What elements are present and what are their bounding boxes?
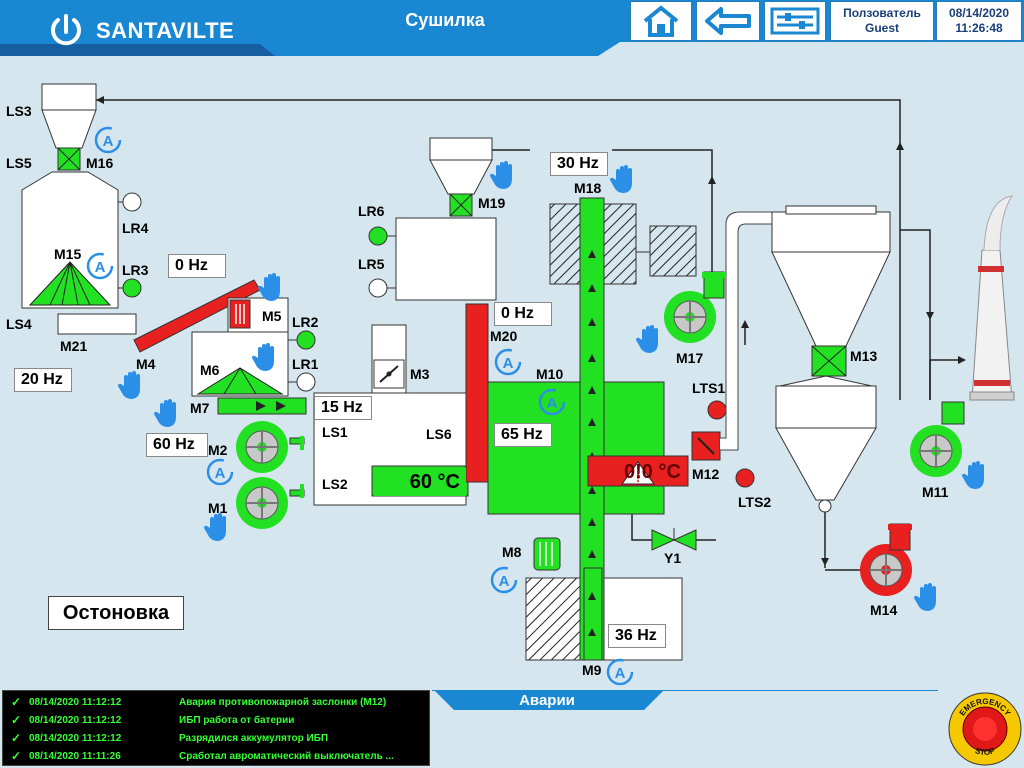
label-m9: M9	[582, 662, 602, 678]
label-m2: M2	[208, 442, 228, 458]
m10-frequency[interactable]: 65 Hz	[494, 423, 552, 447]
arrow-left-icon	[705, 7, 751, 35]
home-button[interactable]	[630, 1, 692, 41]
m18-frequency[interactable]: 30 Hz	[550, 152, 608, 176]
alarm-row[interactable]: ✓ 08/14/2020 11:12:12 Разрядился аккумул…	[3, 729, 429, 747]
alarm-list[interactable]: ✓ 08/14/2020 11:12:12 Авария противопожа…	[2, 690, 430, 766]
label-m15: M15	[54, 246, 82, 262]
alarms-tab-label: Аварии	[519, 692, 575, 709]
label-lts2: LTS2	[738, 494, 772, 510]
time-text: 11:26:48	[955, 21, 1003, 35]
check-icon: ✓	[10, 713, 22, 727]
m9-frequency[interactable]: 36 Hz	[608, 624, 666, 648]
alarm-time: 08/14/2020 11:12:12	[29, 696, 122, 708]
check-icon: ✓	[10, 695, 22, 709]
home-icon	[643, 5, 679, 37]
emergency-bottom-text: STOP	[974, 746, 997, 757]
svg-text:!: !	[636, 470, 640, 485]
emergency-stop-button[interactable]: EMERGENCY STOP	[948, 692, 1022, 766]
label-m6: M6	[200, 362, 220, 378]
alarm-row[interactable]: ✓ 08/14/2020 11:11:26 Сработал авроматич…	[3, 747, 429, 765]
label-m12: M12	[692, 466, 720, 482]
alarms-tab-shape	[432, 690, 938, 710]
label-m8: M8	[502, 544, 522, 560]
m21-frequency[interactable]: 20 Hz	[14, 368, 72, 392]
label-m7: M7	[190, 400, 210, 416]
label-ls2: LS2	[322, 476, 348, 492]
label-ls4: LS4	[6, 316, 32, 332]
alarm-time: 08/14/2020 11:12:12	[29, 732, 122, 744]
label-m10: M10	[536, 366, 564, 382]
user-name: Guest	[864, 21, 899, 35]
alarm-message: Авария противопожарной заслонки (M12)	[179, 696, 387, 708]
process-diagram: A	[0, 56, 1024, 690]
process-schematic: A	[21, 83, 1015, 686]
user-info[interactable]: Ползователь Guest	[830, 1, 934, 41]
m7-frequency[interactable]: 15 Hz	[314, 396, 372, 420]
alarm-time: 08/14/2020 11:12:12	[29, 714, 122, 726]
label-lr6: LR6	[358, 203, 385, 219]
label-m16: M16	[86, 155, 114, 171]
m20-frequency[interactable]: 0 Hz	[494, 302, 552, 326]
label-lr4: LR4	[122, 220, 149, 236]
label-m14: M14	[870, 602, 898, 618]
label-m17: M17	[676, 350, 704, 366]
brand-logo: SANTAVILTE	[96, 18, 235, 43]
user-label: Ползователь	[843, 6, 921, 20]
power-logo-icon	[51, 14, 81, 46]
label-lr5: LR5	[358, 256, 385, 272]
back-button[interactable]	[696, 1, 760, 41]
label-m21: M21	[60, 338, 88, 354]
label-ls6: LS6	[426, 426, 452, 442]
label-ls1: LS1	[322, 424, 348, 440]
alarm-message: Сработал авроматический выключатель ...	[179, 750, 394, 762]
page-title: Сушилка	[405, 10, 485, 30]
label-m3: M3	[410, 366, 430, 382]
label-m18: M18	[574, 180, 602, 196]
date-text: 08/14/2020	[948, 6, 1010, 20]
header-bar: SANTAVILTE Сушилка Ползователь Guest 08/…	[0, 0, 1024, 56]
label-m5: M5	[262, 308, 282, 324]
label-m20: M20	[490, 328, 518, 344]
sliders-icon	[770, 7, 820, 35]
alarm-message: Разрядился аккумулятор ИБП	[179, 732, 329, 744]
m4-frequency[interactable]: 0 Hz	[168, 254, 226, 278]
label-ls3: LS3	[6, 103, 32, 119]
alarm-row[interactable]: ✓ 08/14/2020 11:12:12 Авария противопожа…	[3, 693, 429, 711]
alarm-time: 08/14/2020 11:11:26	[29, 750, 121, 762]
m2-frequency[interactable]: 60 Hz	[146, 433, 208, 457]
label-m4: M4	[136, 356, 156, 372]
label-m11: M11	[922, 484, 949, 500]
label-lr3: LR3	[122, 262, 149, 278]
alarms-tab[interactable]: Аварии	[432, 690, 938, 712]
label-lts1: LTS1	[692, 380, 726, 396]
label-lr1: LR1	[292, 356, 319, 372]
label-lr2: LR2	[292, 314, 319, 330]
label-m13: M13	[850, 348, 878, 364]
footer: ✓ 08/14/2020 11:12:12 Авария противопожа…	[0, 690, 1024, 768]
check-icon: ✓	[10, 749, 22, 763]
label-m1: M1	[208, 500, 228, 516]
settings-button[interactable]	[764, 1, 826, 41]
label-y1: Y1	[664, 550, 682, 566]
label-m19: M19	[478, 195, 506, 211]
alarm-message: ИБП работа от батерии	[179, 714, 295, 726]
svg-text:STOP: STOP	[974, 746, 997, 757]
ls2-temperature: 60 °C	[374, 468, 466, 496]
m12-temperature: 0!0 °C	[624, 461, 681, 483]
stop-button[interactable]: Остоновка	[48, 596, 184, 630]
datetime-display: 08/14/2020 11:26:48	[936, 1, 1022, 41]
label-ls5: LS5	[6, 155, 32, 171]
check-icon: ✓	[10, 731, 22, 745]
alarm-row[interactable]: ✓ 08/14/2020 11:12:12 ИБП работа от бате…	[3, 711, 429, 729]
